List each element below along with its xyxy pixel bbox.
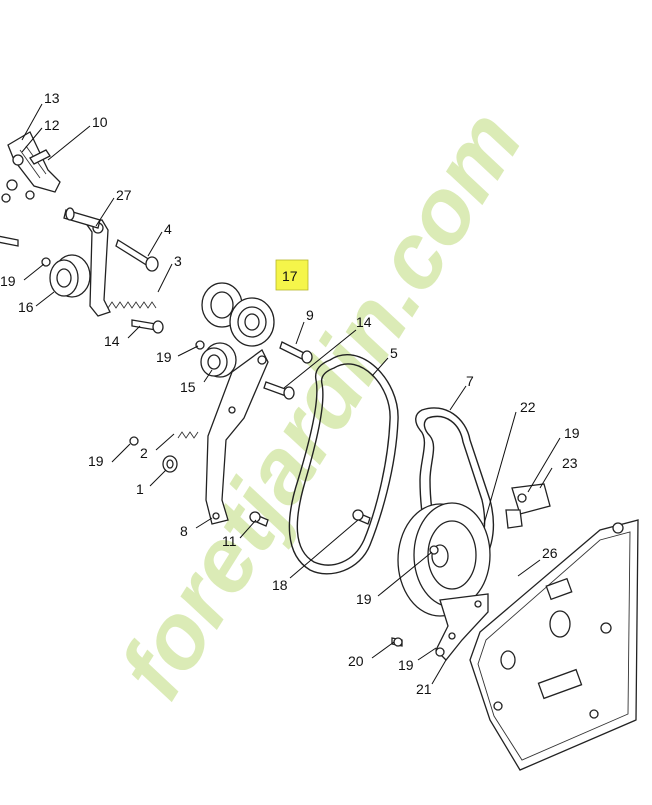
callout-8: 8 — [180, 523, 188, 539]
callout-2: 2 — [140, 445, 148, 461]
bolt-11 — [249, 511, 269, 527]
leader-lines — [21, 103, 561, 685]
bolt-9 — [279, 341, 313, 364]
switch-23 — [505, 483, 551, 529]
callout-14-a: 14 — [104, 333, 120, 349]
mounting-plate-26 — [469, 519, 639, 771]
callout-1: 1 — [136, 481, 144, 497]
callout-21: 21 — [416, 681, 432, 697]
double-pulley-17 — [201, 282, 275, 347]
main-pulley-22 — [397, 502, 491, 617]
bolt-14-right — [263, 381, 295, 400]
callout-9: 9 — [306, 307, 314, 323]
callout-19-d: 19 — [564, 425, 580, 441]
callout-18: 18 — [272, 577, 288, 593]
bolt-14-left — [131, 319, 164, 334]
pin-left-edge — [0, 235, 19, 247]
callout-15: 15 — [180, 379, 196, 395]
belt-5 — [288, 354, 399, 575]
callout-19-e: 19 — [356, 591, 372, 607]
callout-14-b: 14 — [356, 314, 372, 330]
callout-11: 11 — [222, 533, 237, 549]
callout-26: 26 — [542, 545, 558, 561]
spring-3 — [107, 301, 157, 309]
callout-19-f: 19 — [398, 657, 414, 673]
callout-labels: 13 12 10 27 4 3 19 16 14 17 9 14 5 19 15… — [0, 90, 580, 697]
bolt-20 — [391, 637, 403, 647]
nut-19-mid — [129, 436, 139, 446]
callout-23: 23 — [562, 455, 578, 471]
callout-19-a: 19 — [0, 273, 16, 289]
callout-22: 22 — [520, 399, 536, 415]
bracket-21 — [435, 593, 489, 661]
washer-1 — [162, 455, 178, 473]
callout-19-b: 19 — [156, 349, 172, 365]
bolt-4 — [115, 239, 159, 272]
idler-arm — [63, 207, 111, 317]
callout-19-c: 19 — [88, 453, 104, 469]
callout-5: 5 — [390, 345, 398, 361]
callout-13: 13 — [44, 90, 60, 106]
callout-12: 12 — [44, 117, 60, 133]
callout-16: 16 — [18, 299, 34, 315]
callout-20: 20 — [348, 653, 364, 669]
bracket-assembly-top-left — [1, 131, 61, 203]
callout-4: 4 — [164, 221, 172, 237]
highlight-box-17 — [275, 259, 309, 291]
callout-10: 10 — [92, 114, 108, 130]
tension-arm-8 — [205, 349, 269, 525]
callout-3: 3 — [174, 253, 182, 269]
spring-2 — [177, 431, 199, 439]
bolt-18 — [352, 509, 371, 525]
idler-pulley-16 — [41, 254, 91, 298]
pulley-15 — [195, 340, 237, 378]
callout-7: 7 — [466, 373, 474, 389]
callout-27: 27 — [116, 187, 132, 203]
callout-17: 17 — [282, 268, 298, 284]
